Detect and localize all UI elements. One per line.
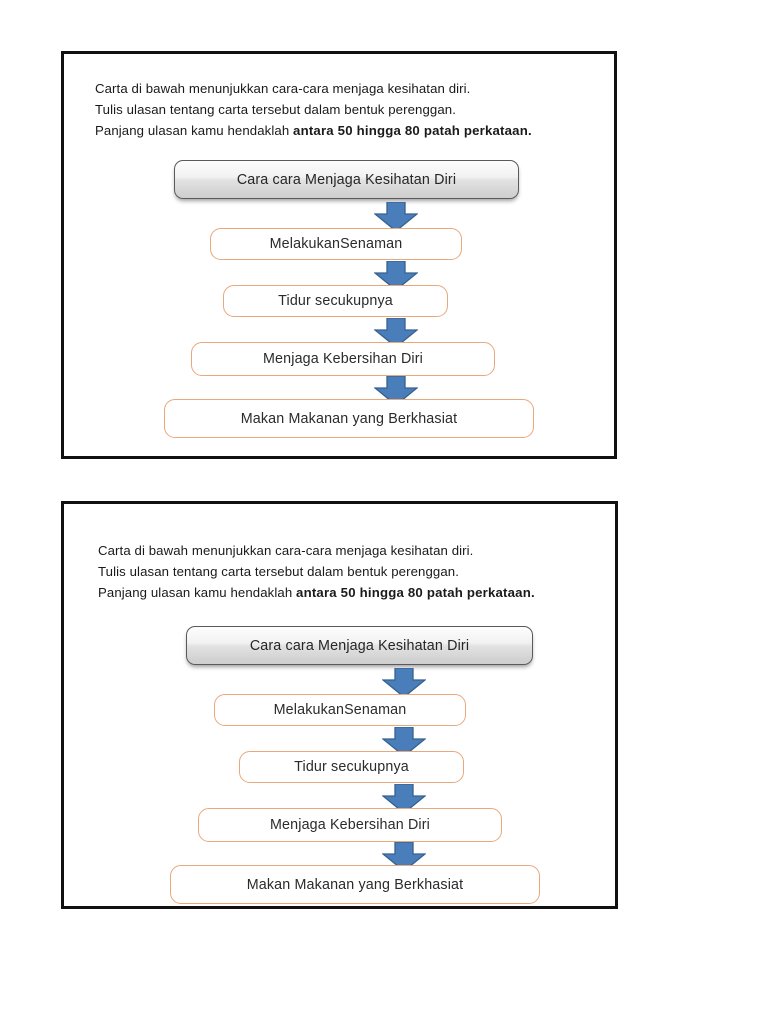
flow-step-box-1-1: MelakukanSenaman: [210, 228, 462, 260]
flow-step-box-2-3: Menjaga Kebersihan Diri: [198, 808, 502, 842]
instruction-line-3-regular: Panjang ulasan kamu hendaklah: [98, 585, 297, 600]
flow-step-box-1-2: Tidur secukupnya: [223, 285, 448, 317]
arrow-down-icon: [382, 842, 426, 872]
flow-step-label: Menjaga Kebersihan Diri: [269, 817, 430, 833]
flowchart-1: Cara cara Menjaga Kesihatan Diri Melakuk…: [64, 54, 614, 456]
flow-step-label: Tidur secukupnya: [278, 293, 393, 309]
flow-step-box-1-4: Makan Makanan yang Berkhasiat: [164, 399, 534, 438]
flow-title-label: Cara cara Menjaga Kesihatan Diri: [249, 637, 470, 654]
instruction-line-3-bold: antara 50 hingga 80 patah perkataan.: [293, 123, 532, 138]
flow-step-label: Makan Makanan yang Berkhasiat: [240, 410, 458, 427]
arrow-down-icon: [374, 261, 418, 291]
flow-step-box-2-4: Makan Makanan yang Berkhasiat: [170, 865, 540, 904]
instruction-line-2: Tulis ulasan tentang carta tersebut dala…: [95, 102, 456, 117]
arrow-down-icon: [382, 784, 426, 814]
arrow-down-icon: [374, 318, 418, 348]
instruction-line-3-bold: antara 50 hingga 80 patah perkataan.: [296, 585, 535, 600]
instruction-line-3: Panjang ulasan kamu hendaklah antara 50 …: [98, 582, 535, 603]
instruction-text-1: Carta di bawah menunjukkan cara-cara men…: [95, 78, 532, 141]
flow-step-label: MelakukanSenaman: [269, 236, 403, 252]
flow-step-box-2-2: Tidur secukupnya: [239, 751, 464, 783]
flow-title-box-1: Cara cara Menjaga Kesihatan Diri: [174, 160, 519, 199]
flow-step-label: Menjaga Kebersihan Diri: [262, 351, 423, 367]
arrow-down-icon: [374, 202, 418, 232]
arrow-down-icon: [382, 668, 426, 698]
question-panel-1: Carta di bawah menunjukkan cara-cara men…: [61, 51, 617, 459]
instruction-text-2: Carta di bawah menunjukkan cara-cara men…: [98, 540, 535, 603]
instruction-line-1: Carta di bawah menunjukkan cara-cara men…: [95, 81, 471, 96]
flow-title-box-2: Cara cara Menjaga Kesihatan Diri: [186, 626, 533, 665]
instruction-line-3-regular: Panjang ulasan kamu hendaklah: [95, 123, 294, 138]
flow-step-label: MelakukanSenaman: [273, 702, 407, 718]
flow-title-label: Cara cara Menjaga Kesihatan Diri: [236, 171, 457, 188]
flow-step-label: Tidur secukupnya: [294, 759, 409, 775]
flow-step-label: Makan Makanan yang Berkhasiat: [246, 876, 464, 893]
arrow-down-icon: [374, 376, 418, 406]
arrow-down-icon: [382, 727, 426, 757]
instruction-line-3: Panjang ulasan kamu hendaklah antara 50 …: [95, 120, 532, 141]
flowchart-2: Cara cara Menjaga Kesihatan Diri Melakuk…: [64, 504, 615, 906]
flow-step-box-2-1: MelakukanSenaman: [214, 694, 466, 726]
flow-step-box-1-3: Menjaga Kebersihan Diri: [191, 342, 495, 376]
instruction-line-1: Carta di bawah menunjukkan cara-cara men…: [98, 543, 474, 558]
question-panel-2: Carta di bawah menunjukkan cara-cara men…: [61, 501, 618, 909]
instruction-line-2: Tulis ulasan tentang carta tersebut dala…: [98, 564, 459, 579]
